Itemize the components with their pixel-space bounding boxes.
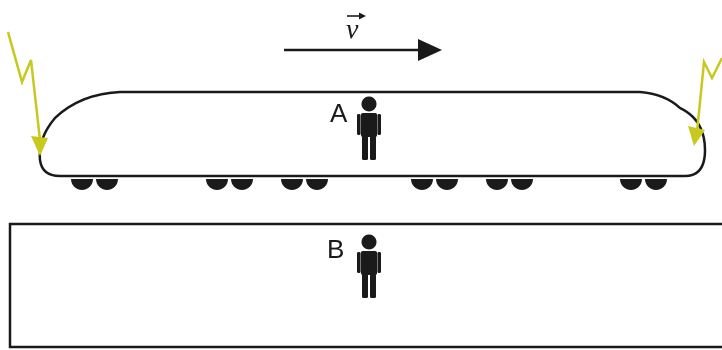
observer-b: B [327, 234, 381, 298]
wheel-pair [281, 179, 328, 190]
observer-a-label: A [330, 98, 348, 128]
train-wheels [71, 179, 667, 190]
lightning-bolt-icon [6, 31, 42, 141]
wheel-pair [206, 179, 253, 190]
velocity-arrow [284, 39, 442, 61]
wheel-pair [411, 179, 458, 190]
observer-a: A [330, 96, 381, 160]
lightning-right [688, 57, 722, 146]
wheel-pair [71, 179, 118, 190]
velocity-label-group: v [346, 12, 366, 45]
arrow-right-icon [418, 39, 442, 61]
observer-b-label: B [327, 234, 344, 264]
lightning-bolt-icon [695, 57, 722, 133]
lightning-left [6, 31, 48, 156]
velocity-label: v [346, 14, 359, 45]
wheel-pair [620, 179, 667, 190]
wheel-pair [486, 179, 533, 190]
